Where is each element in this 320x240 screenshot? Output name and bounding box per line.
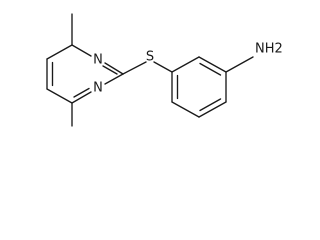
bond-c7-n3 bbox=[71, 91, 92, 104]
bonds bbox=[46, 13, 254, 127]
bond-n1-c4 bbox=[71, 44, 92, 57]
bond-n3-c2 bbox=[104, 73, 124, 85]
atom-label-nh2: NH2 bbox=[255, 42, 283, 57]
chemical-structure-diagram: N N S NH2 bbox=[46, 13, 283, 127]
atom-label-s: S bbox=[146, 50, 154, 65]
bond-c1-c2prime bbox=[171, 56, 200, 73]
bond-c3-nh2 bbox=[225, 56, 254, 73]
bond-c5-c6prime bbox=[171, 101, 200, 118]
bond-c2-s bbox=[122, 61, 147, 75]
bond-c2-c3prime-inner bbox=[199, 62, 222, 76]
bond-c7-n3-inner bbox=[73, 87, 90, 98]
bond-c4-c5prime-inner bbox=[199, 98, 222, 112]
bond-c4-c5prime bbox=[198, 101, 227, 118]
atom-label-n-bottom: N bbox=[93, 81, 103, 96]
bond-c2-c3prime bbox=[198, 56, 227, 73]
bond-c4-c5 bbox=[46, 44, 73, 60]
atom-label-n-top: N bbox=[93, 53, 103, 68]
atom-labels: N N S NH2 bbox=[93, 42, 283, 96]
bond-c6-c7 bbox=[46, 88, 73, 104]
bond-c2-n1 bbox=[104, 62, 124, 75]
bond-c2-n1-inner bbox=[102, 65, 118, 75]
bond-s-c1prime bbox=[153, 61, 173, 73]
